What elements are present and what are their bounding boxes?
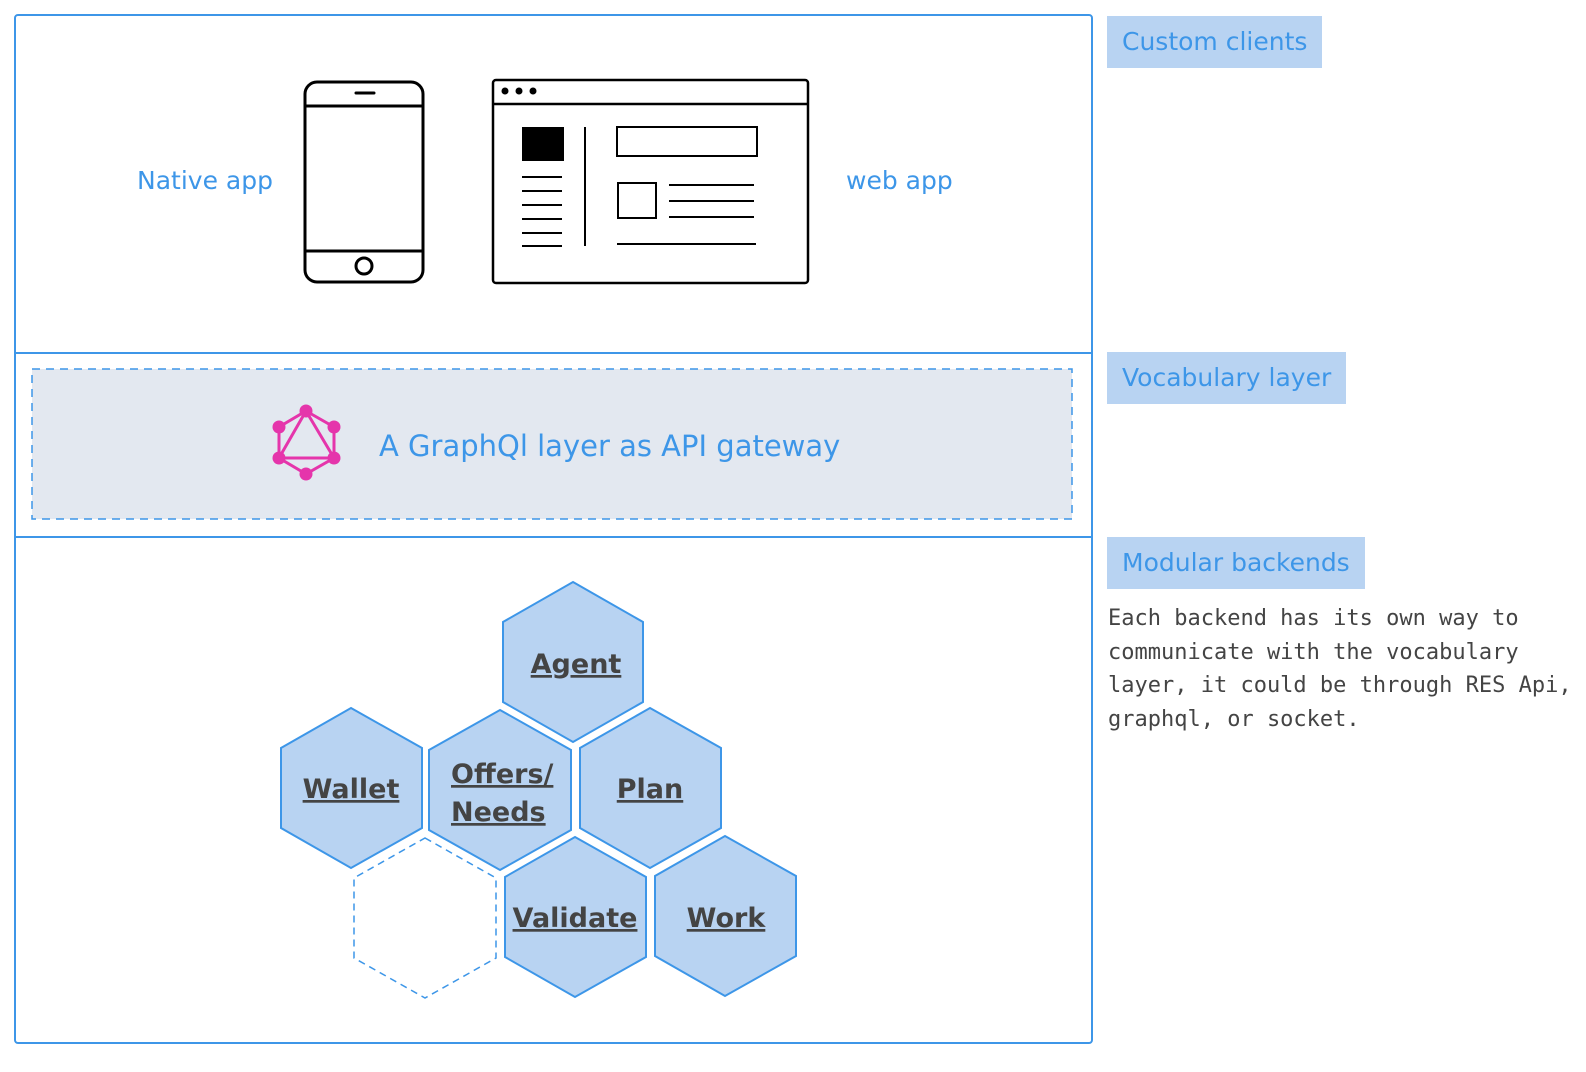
phone-icon [303,80,425,284]
hex-label-validate: Validate [513,903,638,934]
web-app-label: web app [846,166,953,195]
hex-label-plan: Plan [617,774,684,805]
graphql-gateway-box [31,368,1073,520]
hex-label-offers: Offers/ [451,759,554,790]
modular-backends-description: Each backend has its own way to communic… [1108,606,1572,732]
backend-hex-validate: Validate [504,835,647,999]
native-app-label: Native app [137,166,273,195]
hex-label-work: Work [687,903,767,934]
graphql-logo-icon [272,404,341,481]
gateway-label: A GraphQl layer as API gateway [379,429,840,463]
modular-backends-tag: Modular backends [1107,537,1365,589]
backend-hex-work: Work [654,834,797,998]
hex-label-needs: Needs [451,797,546,828]
vocabulary-layer-tag: Vocabulary layer [1107,352,1347,404]
backend-hex-wallet: Wallet [280,706,423,870]
hex-label-wallet: Wallet [303,774,400,805]
backend-hex-empty-placeholder [353,837,497,999]
backend-hex-plan: Plan [579,706,722,870]
backend-hex-agent: Agent [502,580,644,744]
backend-hex-offers-needs: Offers/ Needs [428,708,572,872]
browser-window-icon [491,78,810,285]
hex-label-agent: Agent [531,649,622,680]
custom-clients-tag: Custom clients [1107,16,1323,68]
outer-frame [14,14,1093,1044]
